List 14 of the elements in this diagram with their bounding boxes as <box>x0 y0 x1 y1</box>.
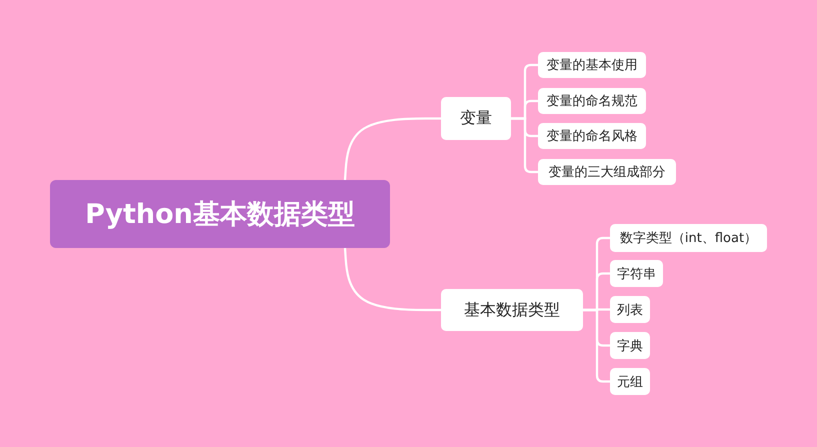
topic-box: 变量 <box>441 97 511 140</box>
subtopic-box: 字符串 <box>610 260 663 287</box>
subtopic-box: 字典 <box>610 332 650 359</box>
subtopic-box: 变量的命名风格 <box>538 123 646 149</box>
subtopic-box: 数字类型（int、float） <box>610 224 767 252</box>
subtopic-box: 变量的命名规范 <box>538 88 646 114</box>
subtopic-box: 元组 <box>610 368 650 395</box>
topic-box: 基本数据类型 <box>441 289 583 331</box>
subtopic-box: 列表 <box>610 296 650 323</box>
subtopic-box: 变量的基本使用 <box>538 52 646 78</box>
subtopic-box: 变量的三大组成部分 <box>538 159 676 185</box>
central-topic-box: Python基本数据类型 <box>50 180 390 248</box>
connector-line <box>344 117 441 182</box>
connector-line <box>344 246 441 312</box>
